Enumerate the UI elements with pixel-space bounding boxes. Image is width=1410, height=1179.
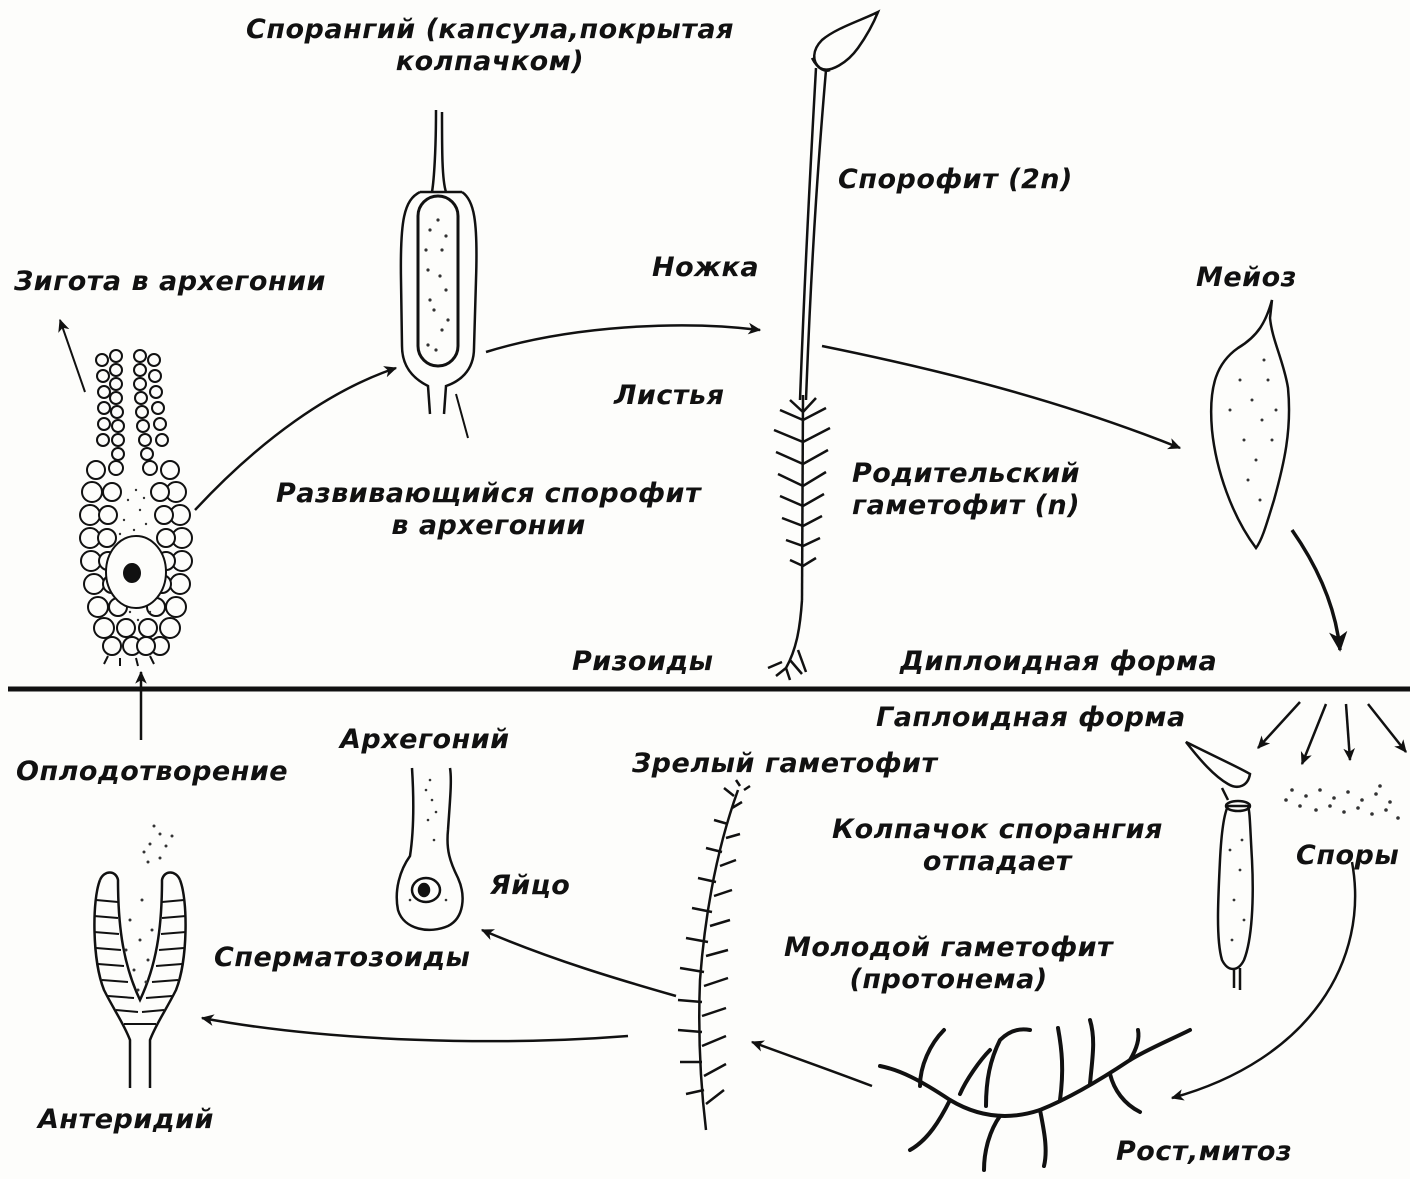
arrow-to-antheridium <box>202 1018 628 1041</box>
archegonium-illustration <box>397 768 463 930</box>
developing-label-line1: Развивающийся спорофит <box>276 478 701 510</box>
haploid-label: Гаплоидная форма <box>876 702 1186 734</box>
young-label-line1: Молодой гаметофит <box>784 932 1113 964</box>
cap-falls-label: Колпачок спорангия отпадает <box>832 814 1163 878</box>
arrow-protonema-to-gametophyte <box>752 1042 872 1086</box>
egg-label: Яйцо <box>490 870 570 902</box>
mature-gametophyte-illustration <box>678 780 750 1130</box>
sporangium-label: Спорангий (капсула,покрытая колпачком) <box>246 14 734 78</box>
arrow-spores-to-protonema <box>1172 862 1355 1098</box>
meiosis-label: Мейоз <box>1196 262 1297 294</box>
zygote-archegonium-illustration <box>80 350 192 666</box>
spores-dots <box>1284 784 1400 820</box>
spore-dispersal-arrows <box>1258 702 1406 764</box>
diploid-label: Диплоидная форма <box>900 646 1217 678</box>
arrow-meiosis-to-spores <box>1292 530 1340 650</box>
young-gametophyte-label: Молодой гаметофит (протонема) <box>784 932 1113 996</box>
parent-gametophyte-label: Родительский гаметофит (n) <box>852 458 1080 522</box>
spores-label: Споры <box>1296 840 1399 872</box>
developing-label-line2: в архегонии <box>276 510 701 542</box>
arrow-to-archegonium <box>482 930 676 996</box>
stalk-label: Ножка <box>652 252 759 284</box>
leaves-label: Листья <box>614 380 724 412</box>
sporangium-cap-illustration <box>1186 742 1253 990</box>
fertilization-label: Оплодотворение <box>16 756 288 788</box>
growth-mitosis-label: Рост,митоз <box>1116 1136 1292 1168</box>
antheridium-illustration <box>94 825 186 1089</box>
antheridium-label: Антеридий <box>38 1104 214 1136</box>
meiosis-capsule-illustration <box>1211 300 1289 548</box>
mature-gametophyte-label: Зрелый гаметофит <box>632 748 938 780</box>
young-label-line2: (протонема) <box>784 964 1113 996</box>
parent-label-line2: гаметофит (n) <box>852 490 1080 522</box>
zygote-label: Зигота в архегонии <box>14 266 326 298</box>
developing-sporophyte-illustration <box>401 110 477 438</box>
sperm-label: Сперматозоиды <box>214 942 470 974</box>
zygote-up-arrow <box>60 320 85 392</box>
arrow-developing-to-mature <box>486 325 760 352</box>
archegonium-label: Архегоний <box>340 724 510 756</box>
developing-sporophyte-label: Развивающийся спорофит в архегонии <box>276 478 701 542</box>
cap-label-line2: отпадает <box>832 846 1163 878</box>
cap-label-line1: Колпачок спорангия <box>832 814 1163 846</box>
parent-label-line1: Родительский <box>852 458 1080 490</box>
arrow-sporophyte-to-meiosis <box>822 346 1180 448</box>
sporangium-label-line2: колпачком) <box>246 46 734 78</box>
rhizoids-label: Ризоиды <box>572 646 714 678</box>
sporangium-label-line1: Спорангий (капсула,покрытая <box>246 14 734 46</box>
sporophyte-label: Спорофит (2n) <box>838 164 1073 196</box>
